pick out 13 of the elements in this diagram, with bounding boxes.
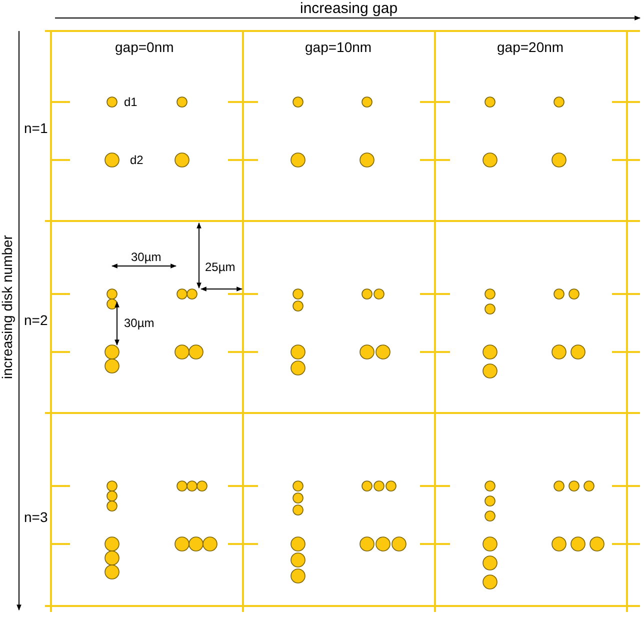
axis-label: increasing gap [300, 1, 398, 16]
row-label: n=3 [24, 510, 48, 524]
disk-label: d2 [130, 154, 144, 166]
column-heading: gap=10nm [305, 40, 372, 54]
column-heading: gap=20nm [497, 40, 564, 54]
row-label: n=1 [24, 121, 48, 135]
dimension-label: 25µm [205, 261, 236, 273]
column-heading: gap=0nm [115, 40, 174, 54]
dimension-label: 30µm [124, 317, 154, 329]
dimension-label: 30µm [131, 251, 162, 263]
axis-label: increasing disk number [0, 234, 14, 381]
disk-label: d1 [124, 96, 138, 108]
row-label: n=2 [24, 313, 48, 327]
